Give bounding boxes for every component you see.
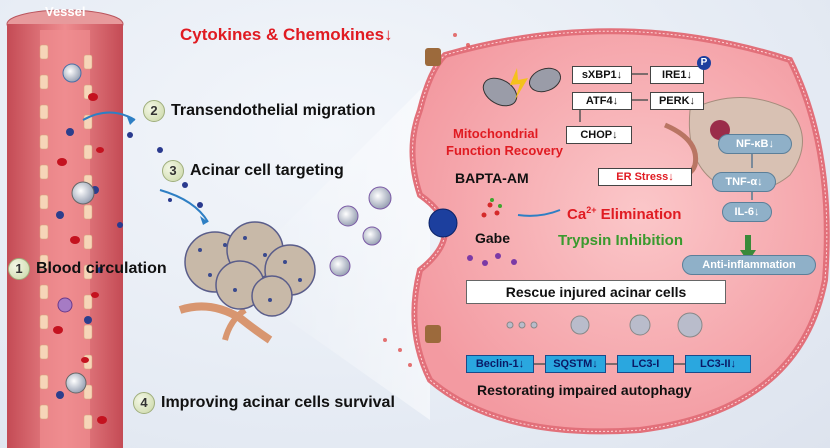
vessel-label: Vessel: [45, 4, 86, 19]
vessel: [6, 9, 124, 448]
trypsin-inhibition: Trypsin Inhibition: [558, 232, 683, 249]
step-label: Improving acinar cells survival: [161, 394, 395, 411]
anti-inflammation-pill: Anti-inflammation: [682, 255, 816, 275]
step-3: 3 Acinar cell targeting: [162, 160, 344, 182]
atf4-box: ATF4↓: [572, 92, 632, 110]
rescue-box: Rescue injured acinar cells: [466, 280, 726, 304]
step-1: 1 Blood circulation: [8, 258, 167, 280]
step-number: 2: [143, 100, 165, 122]
er-stress-box: ER Stress↓: [598, 168, 692, 186]
mito-label-2: Function Recovery: [446, 143, 564, 158]
ca-suffix: Elimination: [596, 206, 682, 223]
zoom-funnel: [260, 80, 430, 420]
il6-pill: IL-6↓: [722, 202, 772, 222]
acinar-cluster: [178, 221, 316, 344]
targeting-arrow: [159, 189, 209, 223]
step-2: 2 Transendothelial migration: [143, 100, 375, 122]
ca-prefix: Ca: [567, 206, 587, 223]
er-stress-label: ER Stress↓: [616, 171, 674, 183]
step-number: 1: [8, 258, 30, 280]
step-label: Acinar cell targeting: [190, 162, 344, 179]
tnf-pill: TNF-α↓: [712, 172, 776, 192]
lc3ii-box: LC3-II↓: [685, 355, 751, 373]
step-label: Blood circulation: [36, 260, 167, 277]
migration-arrow: [82, 111, 136, 121]
phospho-badge: P: [697, 56, 711, 70]
lc3i-box: LC3-I: [617, 355, 674, 373]
step-4: 4 Improving acinar cells survival: [133, 392, 395, 414]
autophagy-caption: Restorating impaired autophagy: [477, 382, 692, 398]
ca-sup: 2+: [586, 205, 597, 215]
step-label: Transendothelial migration: [171, 102, 376, 119]
cytokines-title: Cytokines & Chemokines↓: [180, 25, 393, 44]
nfkb-pill: NF-κB↓: [718, 134, 792, 154]
gabe-label: Gabe: [475, 230, 511, 246]
perk-box: PERK↓: [650, 92, 704, 110]
mito-label-1: Mitochondrial: [453, 126, 539, 141]
step-number: 4: [133, 392, 155, 414]
beclin-box: Beclin-1↓: [466, 355, 534, 373]
bapta-label: BAPTA-AM: [455, 170, 529, 186]
chop-box: CHOP↓: [566, 126, 632, 144]
step-number: 3: [162, 160, 184, 182]
sxbp1-box: sXBP1↓: [572, 66, 632, 84]
sqstm-box: SQSTM↓: [545, 355, 606, 373]
ca-elimination: Ca2+ Elimination: [567, 205, 681, 223]
targeting-nanoparticles: [329, 186, 392, 277]
ire1-box: IRE1↓: [650, 66, 704, 84]
